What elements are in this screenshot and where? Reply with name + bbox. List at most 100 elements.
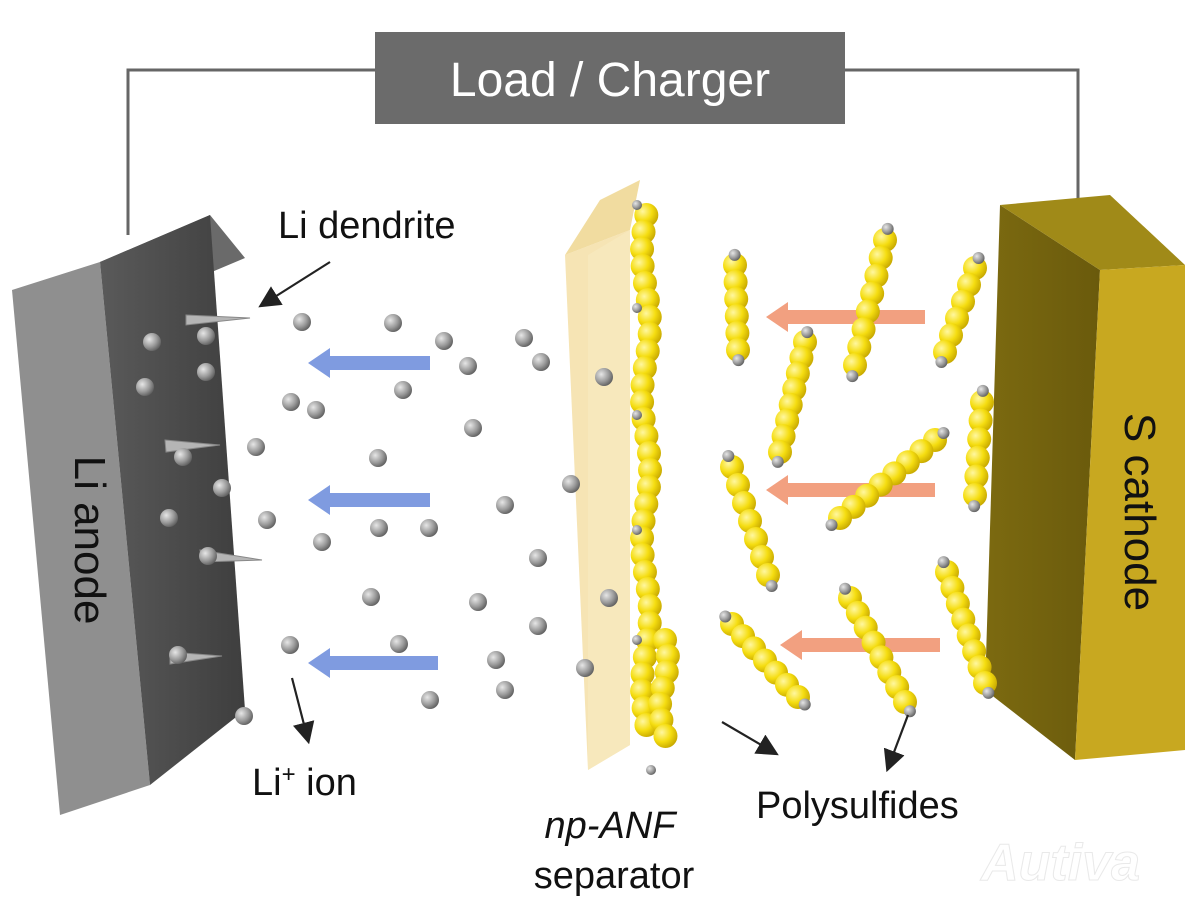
li-ion (982, 686, 995, 699)
load-charger-box: Load / Charger (375, 32, 845, 124)
sulfur-atom (724, 304, 749, 328)
separator-label-word: separator (534, 855, 695, 897)
li-ion (825, 518, 838, 531)
sulfur-atom (637, 594, 662, 618)
li-ion (529, 549, 547, 567)
li-ion (976, 384, 989, 397)
li-ion (935, 356, 948, 368)
li-ion (846, 370, 859, 383)
li-ion (801, 326, 814, 339)
s-cathode: S cathode (985, 195, 1185, 760)
li-ion (281, 636, 299, 654)
li-ion (595, 368, 613, 386)
li-ion (496, 496, 514, 514)
li-anode: Li anode (12, 215, 245, 815)
pointer-arrows (258, 261, 910, 773)
sulfur-atom (723, 253, 747, 277)
li-ion (384, 314, 402, 332)
li-ion (362, 588, 380, 606)
li-ion (562, 475, 580, 493)
li-ion (632, 525, 642, 535)
li-ion (247, 438, 265, 456)
li-ion (421, 691, 439, 709)
li-ion (798, 698, 811, 711)
li-ion (282, 393, 300, 411)
li-ion (258, 511, 276, 529)
circuit-wire (126, 68, 1080, 240)
li-ion (464, 419, 482, 437)
li-ion (972, 252, 985, 264)
li-ion (197, 363, 215, 381)
anode-label: Li anode (65, 456, 114, 625)
sulfur-atom (653, 724, 678, 748)
li-ion (576, 659, 594, 677)
li-ion (390, 635, 408, 653)
li-ion (160, 509, 178, 527)
li-ion (136, 378, 154, 396)
li-ion (937, 556, 950, 569)
li-ions (136, 313, 618, 725)
li-ion (487, 651, 505, 669)
li-ion (529, 617, 547, 635)
sulfur-atom (630, 373, 655, 397)
ion-label: Li+ ion (252, 761, 357, 805)
li-ion (394, 381, 412, 399)
li-ion (459, 357, 477, 375)
li-ion (765, 580, 778, 593)
li-ion (369, 449, 387, 467)
sulfur-atom (843, 353, 867, 377)
li-ion (235, 707, 253, 725)
li-ion (632, 410, 642, 420)
sulfur-atom (967, 427, 992, 452)
sulfur-atom (637, 305, 662, 329)
sulfur-atom (636, 441, 661, 465)
sulfur-atom (964, 464, 989, 489)
li-ion (532, 353, 550, 371)
sulfur-atom (968, 408, 993, 433)
li-ion (903, 705, 916, 718)
li-ion (719, 610, 732, 623)
polysulfide-label: Polysulfides (756, 785, 959, 827)
li-ion (307, 401, 325, 419)
li-ion (197, 327, 215, 345)
li-ion (293, 313, 311, 331)
np-anf-separator (565, 180, 640, 770)
li-ion (199, 547, 217, 565)
separator-polysulfide-layer (630, 200, 680, 775)
li-ion (370, 519, 388, 537)
polysulfide-chains (719, 222, 997, 718)
li-ion (937, 427, 950, 440)
li-ion (313, 533, 331, 551)
li-ion (632, 303, 642, 313)
sulfur-atom (630, 237, 655, 261)
li-ion (839, 582, 852, 595)
sulfur-atom (724, 287, 749, 311)
polysulfide-arrows (766, 302, 940, 660)
li-ion (174, 448, 192, 466)
li-ion (213, 479, 231, 497)
li-ion (420, 519, 438, 537)
li-ion (143, 333, 161, 351)
li-ion (600, 589, 618, 607)
load-charger-label: Load / Charger (450, 54, 770, 107)
li-ion (169, 646, 187, 664)
sulfur-atom (725, 321, 750, 345)
sulfur-atom (965, 445, 990, 470)
li-ion (968, 500, 981, 513)
li-ion (515, 329, 533, 347)
watermark-logo: Autiva (979, 834, 1140, 892)
li-ion (732, 354, 745, 367)
li-ion (632, 635, 642, 645)
li-ion (771, 455, 784, 468)
li-ion (435, 332, 453, 350)
li-ion (496, 681, 514, 699)
sulfur-atom (726, 338, 750, 362)
sulfur-atom (970, 390, 994, 414)
sulfur-atom (637, 458, 662, 482)
separator-label-name: np-ANF (545, 805, 678, 847)
li-ion (632, 200, 642, 210)
dendrite-label: Li dendrite (278, 205, 455, 247)
sulfur-atom (723, 270, 748, 294)
